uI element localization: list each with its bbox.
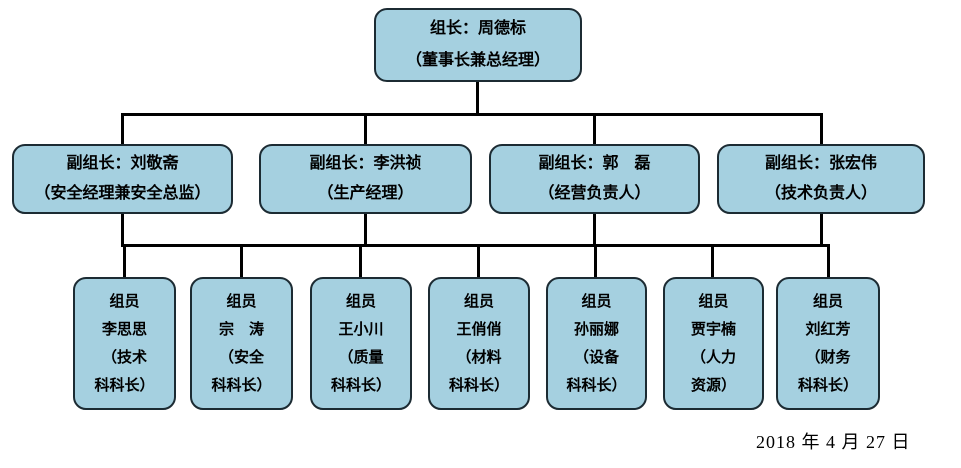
connector-riser-deputy-3 bbox=[593, 212, 596, 246]
connector-riser-deputy-2 bbox=[364, 212, 367, 246]
org-box-leader-label: 组长：周德标 （董事长兼总经理） bbox=[405, 20, 550, 69]
org-box-member-1: 组员 李思思 （技术 科科长） bbox=[73, 277, 176, 410]
org-box-deputy-2: 副组长：李洪祯 （生产经理） bbox=[259, 144, 472, 214]
connector-riser-deputy-4 bbox=[820, 212, 823, 246]
org-box-member-3-label: 组员 王小川 （质量 科科长） bbox=[330, 293, 391, 394]
org-box-member-7-label: 组员 刘红芳 （财务 科科长） bbox=[797, 293, 858, 394]
org-box-member-5: 组员 孙丽娜 （设备 科科长） bbox=[546, 277, 647, 410]
org-box-leader: 组长：周德标 （董事长兼总经理） bbox=[374, 8, 582, 82]
org-box-deputy-4: 副组长：张宏伟 （技术负责人） bbox=[717, 144, 925, 214]
connector-drop-member-2 bbox=[240, 244, 243, 279]
connector-drop-member-4 bbox=[477, 244, 480, 279]
org-box-member-1-label: 组员 李思思 （技术 科科长） bbox=[94, 293, 155, 394]
connector-drop-member-3 bbox=[359, 244, 362, 279]
date-label: 2018 年 4 月 27 日 bbox=[756, 432, 911, 452]
org-box-member-7: 组员 刘红芳 （财务 科科长） bbox=[776, 277, 880, 410]
org-box-member-2: 组员 宗 涛 （安全 科科长） bbox=[190, 277, 293, 410]
connector-drop-deputy-3 bbox=[593, 113, 596, 146]
org-box-member-3: 组员 王小川 （质量 科科长） bbox=[310, 277, 412, 410]
connector-bus-level2 bbox=[121, 113, 823, 116]
org-box-member-5-label: 组员 孙丽娜 （设备 科科长） bbox=[566, 293, 627, 394]
connector-drop-member-7 bbox=[827, 244, 830, 279]
connector-drop-deputy-4 bbox=[820, 113, 823, 146]
org-box-deputy-1-label: 副组长：刘敬斋 （安全经理兼安全总监） bbox=[34, 155, 211, 202]
org-box-member-2-label: 组员 宗 涛 （安全 科科长） bbox=[211, 293, 272, 394]
connector-riser-deputy-1 bbox=[121, 212, 124, 246]
org-box-member-4: 组员 王俏俏 （材料 科科长） bbox=[428, 277, 530, 410]
connector-stem-leader bbox=[476, 82, 479, 116]
connector-drop-deputy-1 bbox=[121, 113, 124, 146]
org-box-member-6-label: 组员 贾宇楠 （人力 资源） bbox=[690, 293, 736, 394]
connector-drop-member-1 bbox=[123, 244, 126, 279]
org-box-deputy-4-label: 副组长：张宏伟 （技术负责人） bbox=[764, 155, 877, 202]
org-box-member-4-label: 组员 王俏俏 （材料 科科长） bbox=[448, 293, 509, 394]
org-box-deputy-3: 副组长：郭 磊 （经营负责人） bbox=[489, 144, 700, 214]
connector-drop-deputy-2 bbox=[364, 113, 367, 146]
org-box-deputy-2-label: 副组长：李洪祯 （生产经理） bbox=[309, 155, 422, 202]
org-box-member-6: 组员 贾宇楠 （人力 资源） bbox=[663, 277, 764, 410]
connector-drop-member-5 bbox=[594, 244, 597, 279]
connector-bus-level3 bbox=[121, 244, 830, 247]
org-box-deputy-1: 副组长：刘敬斋 （安全经理兼安全总监） bbox=[12, 144, 233, 214]
connector-drop-member-6 bbox=[711, 244, 714, 279]
org-box-deputy-3-label: 副组长：郭 磊 （经营负责人） bbox=[538, 155, 651, 202]
